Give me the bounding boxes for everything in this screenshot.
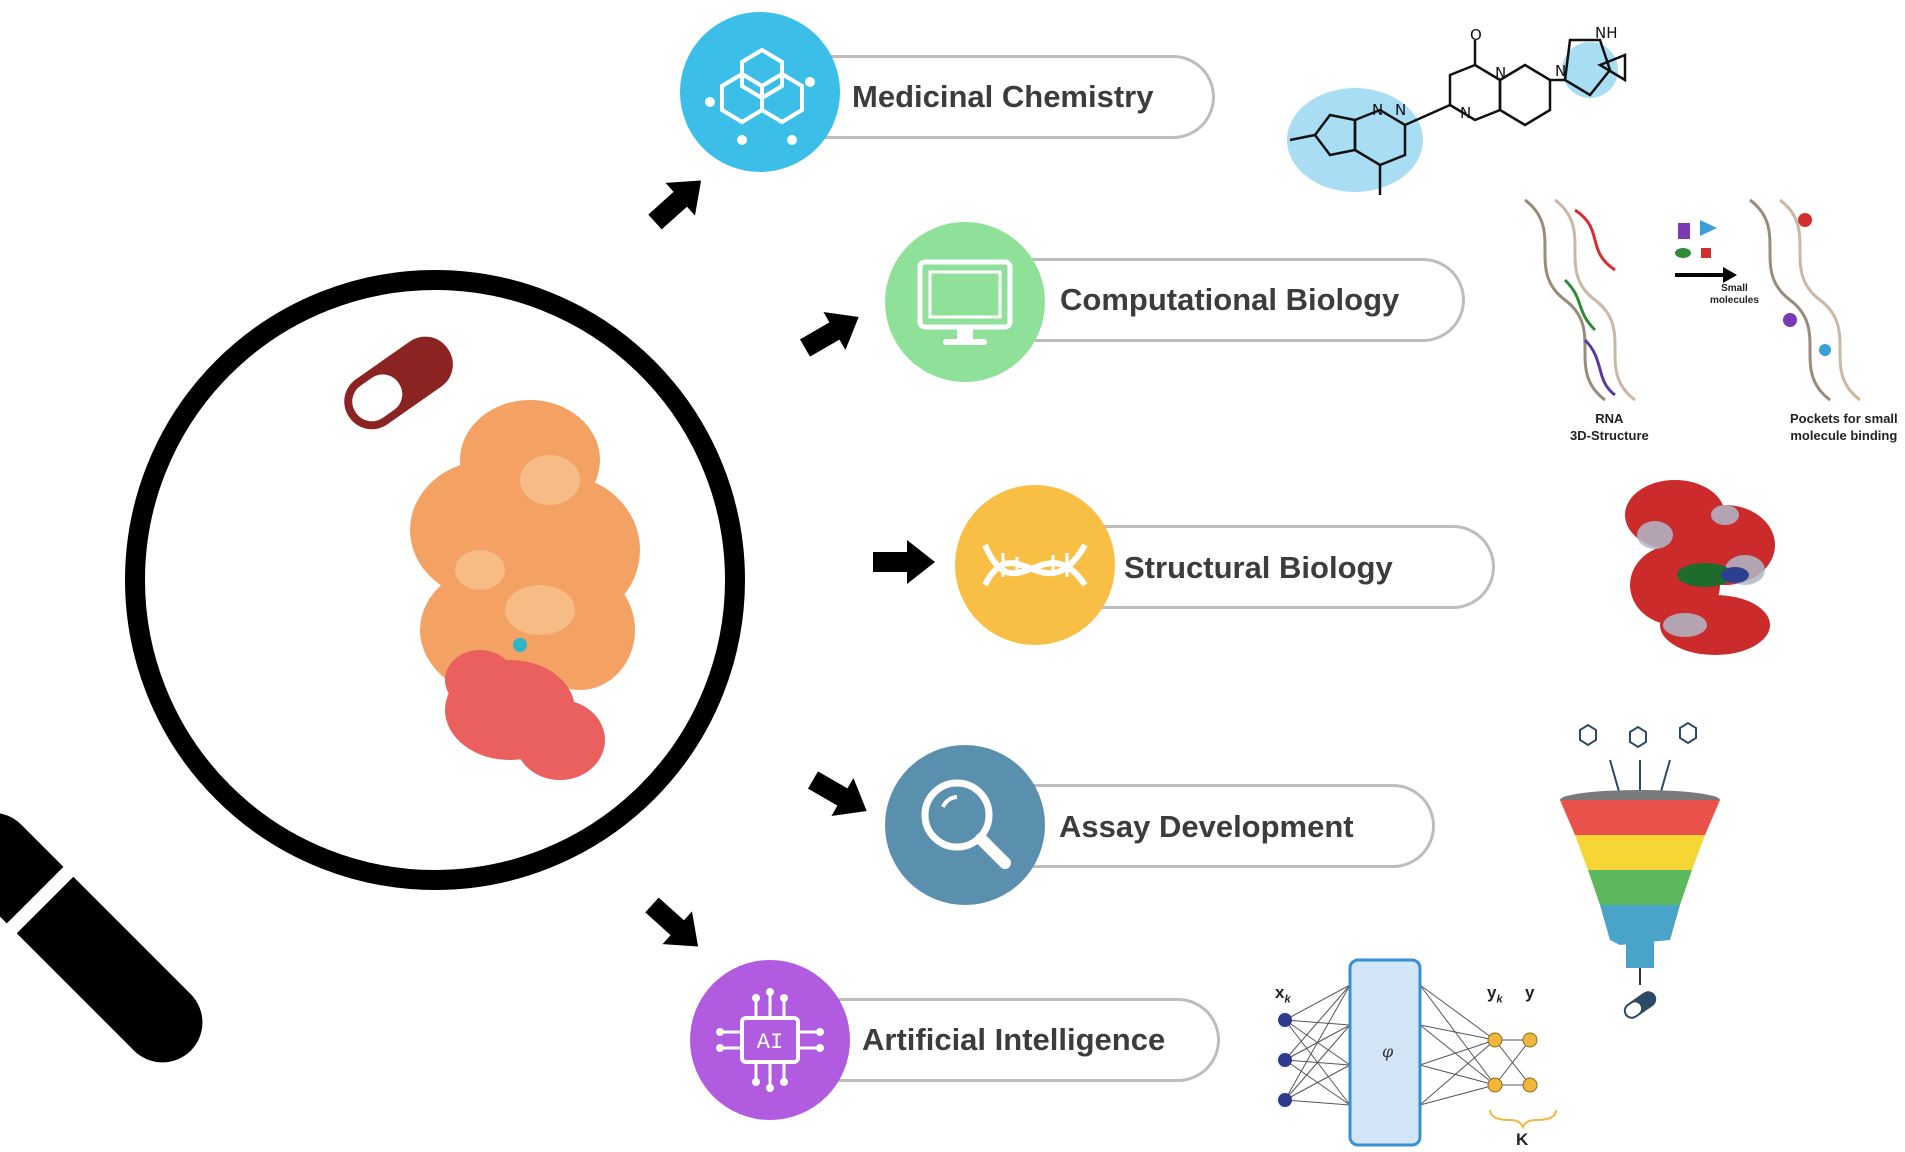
nn-input-sub: k	[1284, 993, 1291, 1006]
nn-input-label: xk	[1275, 983, 1291, 1005]
nn-yk-label: yk	[1487, 983, 1503, 1005]
nn-input-x: x	[1275, 983, 1285, 1002]
pill-assay-development	[970, 784, 1435, 868]
protein-surface-image	[1625, 480, 1775, 655]
small-molecules-label: Small molecules	[1710, 283, 1759, 306]
dna-helix-icon	[982, 543, 1088, 587]
ai-chip-text: AI	[757, 1030, 783, 1055]
molecule-structure-image: O N N N N N NH	[1287, 24, 1627, 195]
nn-yk-sub: k	[1496, 993, 1503, 1006]
arrow-medicinal	[640, 164, 716, 239]
circle-structural-biology	[955, 485, 1115, 645]
rna-structure-label: RNA 3D-Structure	[1570, 411, 1649, 443]
pockets-label: Pockets for small molecule binding	[1790, 411, 1898, 443]
label-computational-biology: Computational Biology	[1060, 282, 1400, 317]
arrow-computational	[794, 297, 870, 368]
label-structural-biology: Structural Biology	[1124, 550, 1393, 585]
molecule-atom-n: N	[1372, 101, 1383, 119]
molecule-atom-n: N	[1555, 62, 1566, 80]
molecule-atom-nh: NH	[1595, 24, 1618, 42]
label-artificial-intelligence: Artificial Intelligence	[862, 1022, 1166, 1057]
arrow-assay	[802, 760, 878, 831]
molecule-atom-n: N	[1495, 64, 1506, 82]
circle-computational-biology	[885, 222, 1045, 382]
circle-artificial-intelligence: AI	[690, 960, 850, 1120]
screening-funnel-image	[1560, 721, 1720, 1019]
nn-phi-label: φ	[1382, 1042, 1394, 1061]
ai-chip-icon: AI	[716, 988, 824, 1092]
label-medicinal-chemistry: Medicinal Chemistry	[852, 79, 1154, 114]
rna-3d-structure-image	[1524, 198, 1861, 402]
molecule-atom-n: N	[1395, 101, 1406, 119]
arrow-structural	[873, 540, 935, 584]
molecule-hexagon-icon	[705, 47, 815, 145]
pill-computational-biology	[970, 258, 1465, 342]
nn-k-label: K	[1516, 1130, 1529, 1149]
protein-structure-image	[410, 400, 640, 780]
arrow-ai	[637, 888, 713, 963]
molecule-atom-o: O	[1470, 26, 1482, 44]
magnifier-icon	[921, 779, 1011, 869]
neural-network-image: φ	[1278, 958, 1557, 1147]
molecule-atom-n: N	[1460, 104, 1471, 122]
computer-monitor-icon	[917, 259, 1013, 345]
nn-yk-y: y	[1487, 983, 1497, 1002]
circle-assay-development	[885, 745, 1045, 905]
capsule-icon	[344, 336, 453, 430]
nn-y-label: y	[1525, 983, 1535, 1002]
circle-medicinal-chemistry	[680, 12, 840, 172]
label-assay-development: Assay Development	[1059, 809, 1354, 844]
